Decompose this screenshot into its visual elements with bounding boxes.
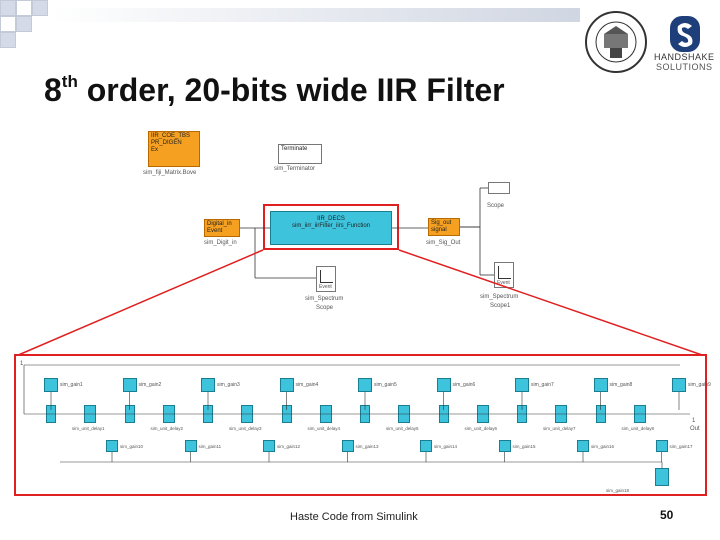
unit-delay-label: sim_unit_delay1	[72, 426, 105, 431]
spectrum-icon	[320, 270, 333, 283]
page-number: 50	[660, 508, 674, 522]
title-rest: order, 20-bits wide IIR Filter	[77, 72, 505, 108]
expanded-out-label: Out	[690, 426, 700, 432]
top-gain-block[interactable]	[201, 378, 215, 392]
slide-title: 8th order, 20-bits wide IIR Filter	[44, 72, 505, 109]
bottom-gain-label: sim_gain12	[277, 444, 301, 449]
sig-out-block-text: Sig_out signal	[431, 220, 452, 233]
unit-delay-label: sim_unit_delay2	[150, 426, 184, 431]
iir-filter-block-text: IIR_DECS sim_iirr_iirFilter_iirs_Functio…	[291, 216, 370, 229]
top-gain-label: sim_gain2	[138, 382, 162, 388]
top-gain-block[interactable]	[279, 378, 294, 392]
bottom-gain-label: sim_gain14	[434, 444, 458, 449]
deco-square	[16, 16, 32, 32]
deco-square	[0, 32, 16, 48]
expanded-in-port: 1	[20, 361, 24, 367]
handshake-s-icon	[670, 16, 700, 52]
top-gain-block[interactable]	[436, 378, 451, 392]
top-gain-block[interactable]	[593, 378, 608, 392]
terminator-block-text: Terminate	[281, 146, 308, 152]
top-gain-block[interactable]	[44, 378, 58, 392]
terminator-block[interactable]: Terminate	[278, 144, 322, 164]
bottom-gain-block[interactable]	[184, 440, 197, 452]
top-gain-label: sim_gain1	[60, 382, 83, 388]
unit-delay-label: sim_unit_delay6	[464, 426, 498, 431]
bottom-gain-label: sim_gain13	[355, 444, 379, 449]
top-gain-label: sim_gain5	[374, 382, 397, 388]
top-gain-block[interactable]	[672, 378, 686, 392]
sig-out-block-label: sim_Sig_Out	[426, 240, 461, 246]
terminator-block-label: sim_Terminator	[274, 166, 316, 172]
top-gain-label: sim_gain6	[452, 382, 476, 388]
bottom-gain-label: sim_gain16	[591, 444, 615, 449]
bottom-gain-block[interactable]	[498, 440, 511, 452]
deco-square	[16, 0, 32, 16]
university-seal-icon	[585, 11, 647, 73]
scope-block-label: Scope	[487, 203, 505, 209]
iir-filter-block[interactable]: IIR_DECS sim_iirr_iirFilter_iirs_Functio…	[270, 211, 392, 245]
title-suffix: th	[61, 72, 78, 92]
handshake-solutions-logo: HANDSHAKE SOLUTIONS	[654, 14, 716, 76]
spectrum-scope-event: Event	[319, 284, 332, 290]
top-gain-block[interactable]	[515, 378, 529, 392]
digital-in-block-label: sim_Digit_in	[204, 240, 237, 246]
top-gain-label: sim_gain8	[609, 382, 633, 388]
slide-footer: Haste Code from Simulink	[290, 511, 418, 523]
top-gain-label: sim_gain4	[295, 382, 319, 388]
source-block[interactable]: IIR_COE_TBS PR_DIGEN Ex	[148, 131, 200, 167]
spectrum-scope-label: sim_Spectrum	[305, 296, 344, 302]
bottom-gain-label: sim_gain17	[669, 444, 693, 449]
bottom-gain-label: sim_gain10	[120, 444, 144, 449]
deco-square	[0, 16, 16, 32]
title-ordinal: 8	[44, 72, 62, 108]
unit-delay-label: sim_unit_delay5	[386, 426, 419, 431]
bottom-gain-block[interactable]	[655, 440, 668, 452]
filter-highlight-box	[263, 204, 399, 250]
bottom-output-gain-block[interactable]	[655, 468, 669, 486]
unit-delay-label: sim_unit_delay8	[621, 426, 655, 431]
spectrum-scope1-block[interactable]: Event	[494, 262, 514, 288]
bottom-gain-label: sim_gain15	[512, 444, 536, 449]
spectrum-scope-block[interactable]: Event	[316, 266, 336, 292]
scope-block[interactable]	[488, 182, 510, 194]
top-gain-label: sim_gain3	[217, 382, 240, 388]
bottom-gain-block[interactable]	[263, 440, 275, 452]
expanded-filter-diagram	[14, 354, 707, 496]
spectrum-scope1-sublabel: Scope1	[490, 303, 511, 309]
sig-out-block[interactable]: Sig_out signal	[428, 218, 460, 236]
spectrum-scope-sublabel: Scope	[316, 305, 334, 311]
unit-delay-label: sim_unit_delay4	[307, 426, 341, 431]
unit-delay-label: sim_unit_delay7	[543, 426, 576, 431]
unit-delay-label: sim_unit_delay3	[229, 426, 262, 431]
logo-text-line1: HANDSHAKE	[654, 52, 715, 62]
spectrum-scope1-event: Event	[497, 280, 510, 286]
top-gain-label: sim_gain9	[688, 382, 711, 388]
bottom-gain-block[interactable]	[577, 440, 589, 452]
top-gain-block[interactable]	[122, 378, 137, 392]
source-block-label: sim_fiji_Matrix.Bove	[143, 170, 197, 176]
source-block-text: IIR_COE_TBS PR_DIGEN Ex	[151, 133, 191, 153]
spectrum-icon	[498, 266, 511, 279]
bottom-gain-label: sim_gain11	[198, 444, 222, 449]
digital-in-block-text: Digital_in Event	[207, 221, 232, 234]
bottom-gain-block[interactable]	[106, 440, 118, 452]
deco-square	[32, 0, 48, 16]
bottom-gain-block[interactable]	[420, 440, 432, 452]
header-gradient-bar	[50, 8, 580, 22]
spectrum-scope1-label: sim_Spectrum	[480, 294, 519, 300]
digital-in-block[interactable]: Digital_in Event	[204, 219, 240, 237]
bottom-output-gain-label: sim_gain18	[606, 488, 630, 493]
expanded-out-port: 1	[692, 418, 696, 424]
bottom-gain-block[interactable]	[341, 440, 354, 452]
deco-square	[0, 0, 16, 16]
logo-text-line2: SOLUTIONS	[656, 62, 713, 72]
top-gain-block[interactable]	[358, 378, 372, 392]
top-gain-label: sim_gain7	[531, 382, 554, 388]
